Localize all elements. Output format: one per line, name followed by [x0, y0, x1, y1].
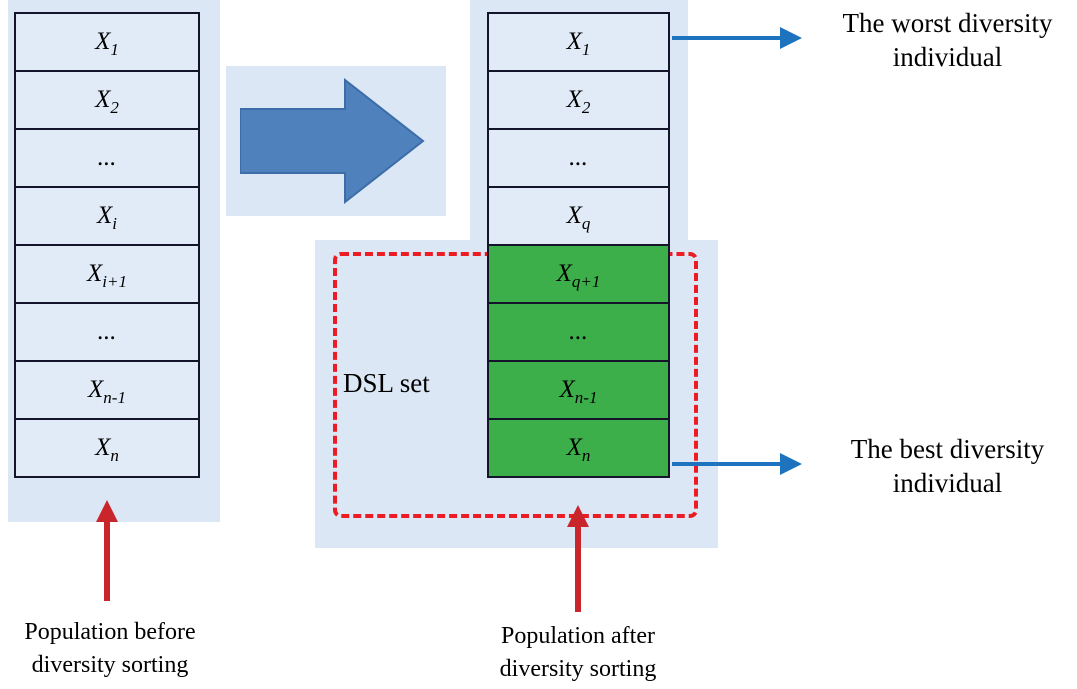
cell-label: Xq	[566, 202, 591, 233]
cell-label: Xn	[95, 434, 119, 465]
cell-label: Xn-1	[88, 376, 126, 407]
cell-label: ...	[97, 318, 117, 345]
worst-diversity-line2: individual	[892, 42, 1003, 72]
cell-label: ...	[569, 144, 588, 171]
before-arrow-icon	[104, 521, 110, 601]
cell-after-ellipsis-2: ...	[487, 302, 670, 362]
cell-before-xi: Xi	[14, 186, 200, 246]
best-arrow-icon	[672, 462, 782, 466]
cell-label: Xn	[566, 434, 591, 465]
population-before-caption: Population before diversity sorting	[0, 616, 220, 682]
worst-arrow-icon	[672, 36, 782, 40]
cell-label: Xn-1	[559, 376, 598, 407]
cell-after-xq1: Xq+1	[487, 244, 670, 304]
cell-label: Xi+1	[87, 260, 127, 291]
before-arrowhead-icon	[96, 500, 118, 522]
cell-before-xn: Xn	[14, 418, 200, 478]
cell-before-x2: X2	[14, 70, 200, 130]
population-after-caption: Population after diversity sorting	[448, 620, 708, 686]
cell-label: Xq+1	[556, 260, 601, 291]
population-before-stack: X1 X2 ... Xi Xi+1 ... Xn-1 Xn	[14, 12, 200, 478]
cell-after-xq: Xq	[487, 186, 670, 246]
population-after-line2: diversity sorting	[499, 656, 657, 682]
population-after-line1: Population after	[501, 623, 655, 649]
worst-diversity-line1: The worst diversity	[842, 8, 1053, 38]
cell-label: Xi	[96, 202, 117, 233]
cell-label: X2	[95, 86, 119, 117]
cell-before-ellipsis-2: ...	[14, 302, 200, 362]
best-diversity-line2: individual	[892, 468, 1003, 498]
population-before-line2: diversity sorting	[31, 652, 189, 678]
cell-label: ...	[97, 144, 117, 171]
cell-before-ellipsis-1: ...	[14, 128, 200, 188]
flow-arrow-icon	[240, 78, 425, 204]
worst-arrowhead-icon	[780, 27, 802, 49]
cell-after-xn: Xn	[487, 418, 670, 478]
best-diversity-line1: The best diversity	[850, 434, 1045, 464]
after-arrowhead-icon	[567, 505, 589, 527]
population-before-line1: Population before	[24, 619, 196, 645]
cell-after-x2: X2	[487, 70, 670, 130]
cell-before-xi1: Xi+1	[14, 244, 200, 304]
cell-label: X1	[566, 28, 591, 59]
after-arrow-icon	[575, 526, 581, 612]
population-after-stack: X1 X2 ... Xq Xq+1 ... Xn-1 Xn	[487, 12, 670, 478]
cell-before-x1: X1	[14, 12, 200, 72]
cell-label: X2	[566, 86, 591, 117]
cell-after-xn1: Xn-1	[487, 360, 670, 420]
cell-after-ellipsis-1: ...	[487, 128, 670, 188]
best-arrowhead-icon	[780, 453, 802, 475]
cell-label: X1	[95, 28, 119, 59]
dsl-set-label: DSL set	[343, 368, 430, 398]
worst-diversity-annotation: The worst diversity individual	[818, 6, 1077, 74]
cell-label: ...	[569, 318, 588, 345]
cell-before-xn1: Xn-1	[14, 360, 200, 420]
best-diversity-annotation: The best diversity individual	[818, 432, 1077, 500]
cell-after-x1: X1	[487, 12, 670, 72]
